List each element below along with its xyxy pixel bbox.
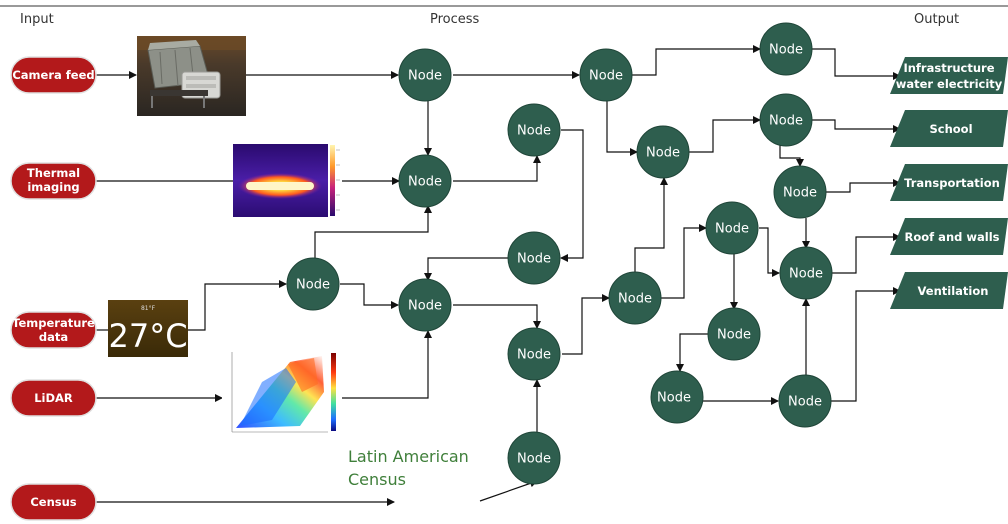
process-node-label: Node [769,43,803,58]
edge-n11-n14 [689,116,761,153]
edge-n19-ventilation [831,287,901,402]
header-input: Input [20,12,54,27]
input-temperature-data-label-1: Temperature [12,316,95,330]
input-lidar-label: LiDAR [34,391,73,405]
census-annotation-line-2: Census [348,470,406,489]
process-node[interactable]: Node [759,22,813,76]
output-school-label: School [929,122,972,136]
process-node[interactable]: Node [398,48,452,102]
edge-n14-n16 [779,145,804,167]
process-node-label: Node [408,299,442,314]
output-ventilation[interactable]: Ventilation [890,272,1008,309]
process-node-label: Node [783,186,817,201]
input-thermal-imaging-label-2: imaging [27,180,79,194]
process-node[interactable]: Node [286,257,340,311]
edge-n7-n12 [632,45,761,76]
process-node[interactable]: Node [507,103,561,157]
edge-n10-n11 [634,177,668,272]
edge-n12-infrastructure [811,48,901,80]
output-transportation[interactable]: Transportation [890,164,1008,201]
process-node-label: Node [657,391,691,406]
process-node-label: Node [717,328,751,343]
process-node-label: Node [517,124,551,139]
output-infrastructure-label-1: Infrastructure [903,61,994,75]
census-annotation: Latin American Census [348,447,474,489]
edge-n4-n8 [453,304,541,329]
process-node-label: Node [408,69,442,84]
edge-n7-n11 [606,100,638,156]
output-roof-and-walls-label: Roof and walls [905,230,1000,244]
input-lidar[interactable]: LiDAR [10,379,97,417]
process-node-label: Node [715,222,749,237]
edge-n16-transportation [826,179,901,193]
process-node[interactable]: Node [398,278,452,332]
edge-n17-roof [832,233,901,274]
process-node[interactable]: Node [759,93,813,147]
edges [96,45,901,506]
process-node-label: Node [769,114,803,129]
thermal-image [233,144,340,217]
process-node-label: Node [517,348,551,363]
process-node-label: Node [517,252,551,267]
process-node-label: Node [789,267,823,282]
header-process: Process [430,12,480,27]
process-node-label: Node [646,146,680,161]
process-node[interactable]: Node [608,271,662,325]
temperature-display: 81°F 27°C [108,300,188,357]
edge-annotation-to-node [479,479,538,502]
process-node[interactable]: Node [778,374,832,428]
edge-n3-n4 [340,283,399,309]
output-school[interactable]: School [890,110,1008,147]
process-node[interactable]: Node [507,327,561,381]
census-annotation-line-1: Latin American [348,447,469,466]
input-thermal-imaging[interactable]: Thermal imaging [10,162,97,200]
edge-display-to-node [188,280,287,331]
input-census-label: Census [30,495,76,509]
edge-n15-n18 [676,333,708,372]
process-node[interactable]: Node [705,201,759,255]
process-node-label: Node [618,292,652,307]
output-infrastructure[interactable]: Infrastructure water electricity [890,57,1008,94]
edge-n3-n2 [314,205,432,258]
output-roof-and-walls[interactable]: Roof and walls [890,218,1008,255]
process-node[interactable]: Node [507,231,561,285]
temperature-small-reading: 81°F [141,305,156,312]
edge-n5-n6 [560,129,584,262]
input-census[interactable]: Census [10,483,97,521]
edge-n2-n5 [453,155,541,182]
process-node-label: Node [517,452,551,467]
output-infrastructure-label-2: water electricity [896,77,1003,91]
edge-lidar-image-to-node [342,330,432,399]
input-temperature-data-label-2: data [39,330,68,344]
lidar-image [222,350,342,438]
process-node[interactable]: Node [779,246,833,300]
temperature-reading: 27°C [108,317,187,355]
output-ventilation-label: Ventilation [918,284,989,298]
process-node-label: Node [296,278,330,293]
edge-n8-n10 [562,294,610,355]
process-node[interactable]: Node [507,431,561,485]
camera-photo [137,36,246,116]
process-node-label: Node [408,175,442,190]
edge-n6-n4 [424,257,510,281]
process-node[interactable]: Node [650,370,704,424]
process-node[interactable]: Node [636,125,690,179]
input-temperature-data[interactable]: Temperature data [10,311,97,349]
process-node-label: Node [589,69,623,84]
process-nodes: Node Node Node Node Node Node Node Node … [286,22,833,485]
edge-n14-school [811,119,901,133]
input-camera-feed-label: Camera feed [12,68,94,82]
input-thermal-imaging-label-1: Thermal [27,166,80,180]
edge-n10-n13 [660,224,707,299]
output-transportation-label: Transportation [904,176,1000,190]
process-node-label: Node [788,395,822,410]
edge-n13-n17 [759,227,780,277]
process-node[interactable]: Node [579,48,633,102]
process-node[interactable]: Node [707,307,761,361]
header-output: Output [914,12,959,27]
process-node[interactable]: Node [773,165,827,219]
input-camera-feed[interactable]: Camera feed [10,56,97,94]
process-node[interactable]: Node [398,154,452,208]
